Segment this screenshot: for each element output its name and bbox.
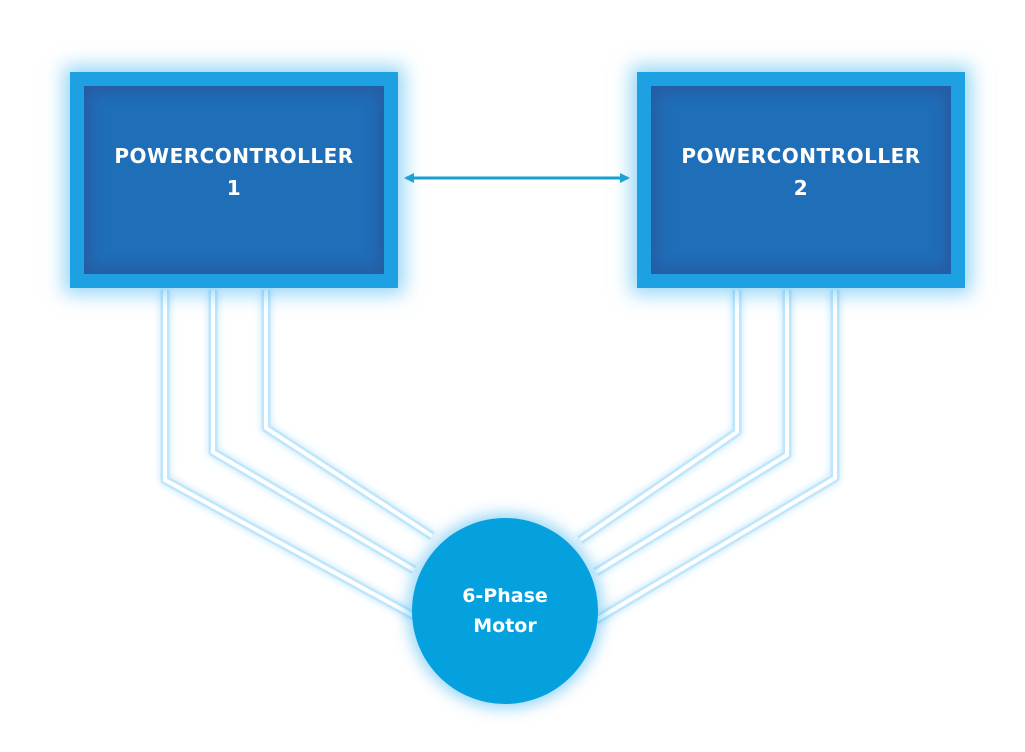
- motor-label-line-2: Motor: [473, 615, 537, 637]
- powercontroller-1-title: POWERCONTROLLER: [114, 144, 354, 168]
- powercontroller-1-number: 1: [226, 176, 242, 200]
- powercontroller-1-box: POWERCONTROLLER 1: [70, 72, 398, 288]
- six-phase-motor: 6-Phase Motor: [412, 518, 598, 704]
- motor-label-line-1: 6-Phase: [462, 585, 548, 607]
- wires-controller-2: [577, 290, 840, 624]
- wire-1b: [208, 290, 417, 574]
- powercontroller-2-inner: POWERCONTROLLER 2: [651, 86, 951, 274]
- powercontroller-2-box: POWERCONTROLLER 2: [637, 72, 965, 288]
- wires-controller-1: [160, 290, 435, 620]
- powercontroller-2-number: 2: [793, 176, 809, 200]
- wire-1a: [160, 290, 417, 620]
- wire-2b: [593, 290, 792, 576]
- wire-2c: [593, 290, 840, 624]
- powercontroller-1-inner: POWERCONTROLLER 1: [84, 86, 384, 274]
- powercontroller-2-title: POWERCONTROLLER: [681, 144, 921, 168]
